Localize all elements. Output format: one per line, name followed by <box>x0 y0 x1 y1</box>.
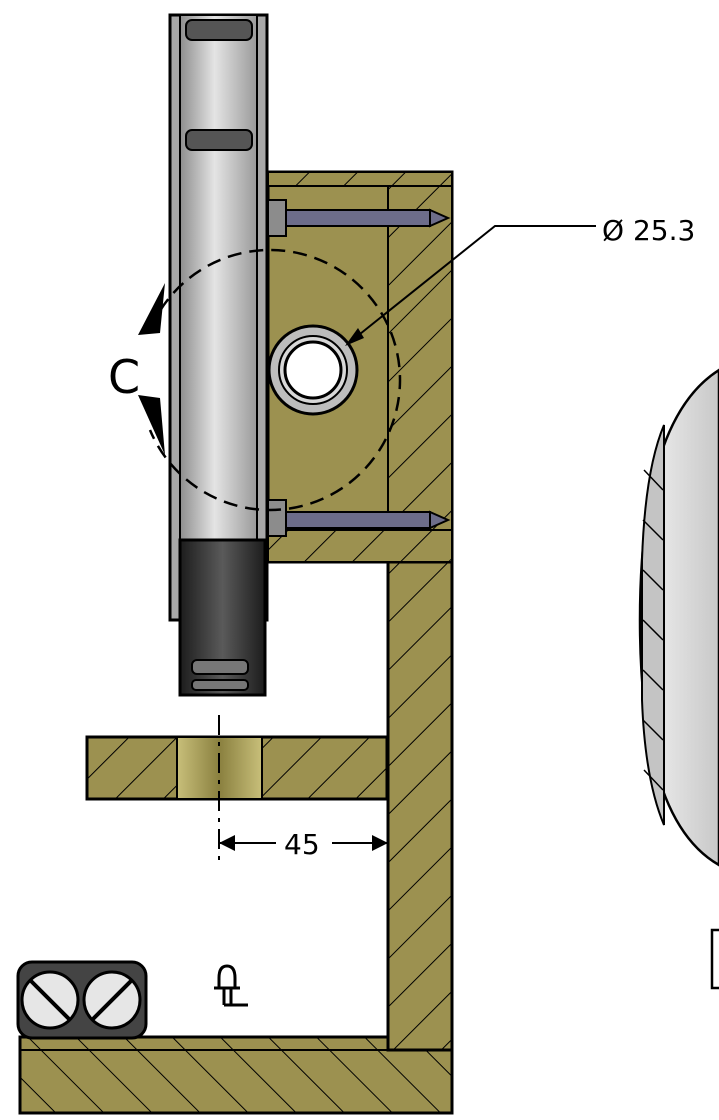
detail-view-cylinder <box>638 368 719 990</box>
section-view-circle <box>138 248 402 512</box>
diameter-leader <box>345 225 596 346</box>
screw-upper <box>267 199 451 237</box>
bearing-hole <box>267 324 359 416</box>
view-label-frame <box>710 928 719 990</box>
screw-lower <box>267 499 451 537</box>
section-arrow-bottom <box>138 395 165 455</box>
adjustment-knobs <box>16 960 148 1040</box>
sample-stage <box>85 735 389 801</box>
diameter-dimension: Ø 25.3 <box>602 214 695 247</box>
led-icon <box>214 964 248 1007</box>
distance-dimension: 45 <box>284 828 320 861</box>
base-plate <box>18 1035 454 1115</box>
tube-bottom-ring <box>191 659 249 691</box>
tube-top-ring <box>185 19 253 151</box>
section-arrow-top <box>138 283 165 335</box>
section-view-label: C <box>108 350 140 404</box>
tube-assembly <box>168 13 269 697</box>
